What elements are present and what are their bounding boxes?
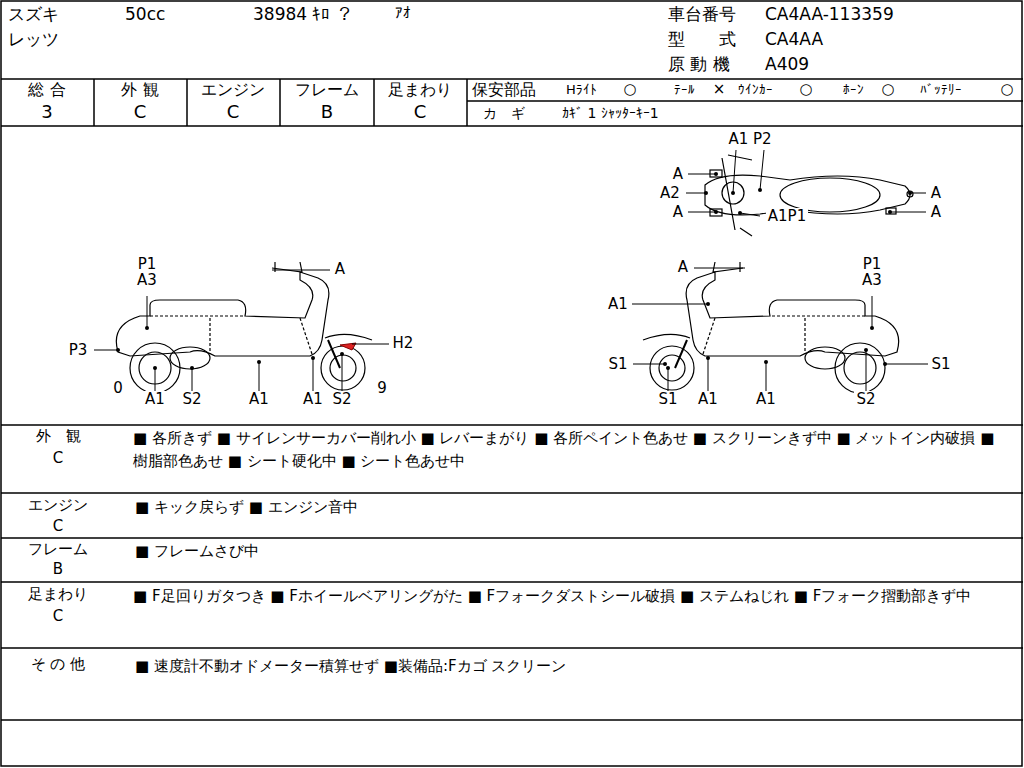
header-field: 原 動 機 bbox=[668, 55, 730, 75]
header-field: 型 式 bbox=[668, 30, 736, 50]
callout-code: S2 bbox=[330, 391, 353, 408]
table-cell: エンジン bbox=[201, 81, 265, 99]
scooter-side-right bbox=[643, 262, 899, 393]
table-cell: 保安部品 bbox=[472, 81, 536, 99]
table-cell: × bbox=[713, 81, 726, 98]
callout-code: A2 bbox=[658, 185, 682, 202]
header-field: C bbox=[53, 450, 63, 467]
header-field: 車台番号 bbox=[668, 5, 736, 25]
remark-text: ■ キック戻らず ■ エンジン音中 bbox=[135, 496, 995, 519]
leader-lines bbox=[94, 150, 928, 396]
callout-code: A bbox=[333, 261, 347, 278]
header-field: B bbox=[53, 561, 63, 578]
header-field: CA4AA-113359 bbox=[765, 5, 894, 25]
callout-code: 0 bbox=[111, 380, 125, 397]
table-cell: C bbox=[134, 102, 147, 123]
callout-code: S2 bbox=[854, 391, 877, 408]
callout-code: A3 bbox=[860, 272, 884, 289]
callout-code: P1 bbox=[136, 256, 159, 273]
callout-code: S1 bbox=[929, 356, 952, 373]
header-field: 38984 ｷﾛ ？ bbox=[253, 5, 353, 25]
callout-code: A1 bbox=[696, 391, 720, 408]
header-field: フレーム bbox=[28, 541, 88, 558]
callout-code: A1 bbox=[754, 391, 778, 408]
table-cell: 3 bbox=[41, 102, 52, 123]
callout-code: 外 観 bbox=[34, 428, 83, 445]
callout-code: A bbox=[671, 166, 685, 183]
callout-code: 9 bbox=[375, 380, 389, 397]
callout-code: A1 bbox=[606, 296, 630, 313]
remark-text: ■ 速度計不動オドメーター積算せず ■装備品:Fカゴ スクリーン bbox=[135, 655, 995, 678]
header-field: CA4AA bbox=[765, 30, 823, 50]
table-cell: 外 観 bbox=[121, 81, 158, 99]
table-cell: ｶｷﾞ 1 ｼｬｯﾀｰｷｰ1 bbox=[562, 105, 659, 121]
callout-code: A bbox=[929, 204, 943, 221]
table-cell: ﾃｰﾙ bbox=[674, 83, 695, 98]
callout-code: S1 bbox=[606, 356, 629, 373]
table-cell: ○ bbox=[1000, 81, 1013, 98]
table-cell: B bbox=[321, 102, 333, 123]
table-cell: ﾊﾞｯﾃﾘｰ bbox=[920, 83, 962, 98]
table-cell: C bbox=[414, 102, 427, 123]
table-cell: 足まわり bbox=[388, 81, 452, 99]
callout-code: A1 bbox=[301, 391, 325, 408]
header-field: C bbox=[53, 608, 63, 625]
callout-code: A1 bbox=[247, 391, 271, 408]
callout-code: P1 bbox=[861, 256, 884, 273]
header-field: ｱｵ bbox=[395, 5, 411, 22]
table-cell: Hﾗｲﾄ bbox=[566, 83, 597, 98]
callout-code: P3 bbox=[67, 342, 90, 359]
remark-text: ■ 各所きず ■ サイレンサーカバー削れ小 ■ レバーまがり ■ 各所ペイント色… bbox=[133, 427, 1013, 472]
header-field: 50cc bbox=[125, 5, 165, 25]
table-cell: ○ bbox=[799, 81, 812, 98]
table-cell: 総 合 bbox=[28, 81, 65, 99]
table-cell: ○ bbox=[623, 81, 636, 98]
callout-code: A bbox=[929, 185, 943, 202]
table-cell: ○ bbox=[881, 81, 894, 98]
scooter-top bbox=[705, 155, 913, 236]
callout-code: A1 bbox=[143, 391, 167, 408]
callout-code: A3 bbox=[135, 272, 159, 289]
callout-code: S1 bbox=[656, 391, 679, 408]
header-field: エンジン bbox=[28, 497, 88, 514]
header-field: C bbox=[53, 518, 63, 535]
callout-code: A bbox=[671, 204, 685, 221]
table-cell: カ ギ bbox=[483, 105, 525, 121]
table-cell: フレーム bbox=[295, 81, 359, 99]
header-field: 足まわり bbox=[28, 586, 88, 603]
table-cell: ｳｲﾝｶｰ bbox=[738, 83, 773, 98]
table-cell: ﾎｰﾝ bbox=[843, 83, 864, 98]
remark-text: ■ F足回りガタつき ■ Fホイールベアリングがた ■ Fフォークダストシール破… bbox=[133, 585, 1013, 608]
callout-code: S2 bbox=[180, 391, 203, 408]
callout-code: A bbox=[676, 259, 690, 276]
callout-code: A1P1 bbox=[766, 208, 808, 225]
header-field: A409 bbox=[765, 55, 809, 75]
callout-code: H2 bbox=[391, 335, 416, 352]
callout-code: A1 P2 bbox=[726, 131, 773, 148]
damage-points bbox=[116, 172, 912, 370]
table-cell: C bbox=[227, 102, 240, 123]
header-field: レッツ bbox=[8, 30, 59, 50]
header-field: そ の 他 bbox=[31, 656, 86, 673]
header-field: スズキ bbox=[8, 5, 59, 25]
remark-text: ■ フレームさび中 bbox=[135, 540, 995, 563]
